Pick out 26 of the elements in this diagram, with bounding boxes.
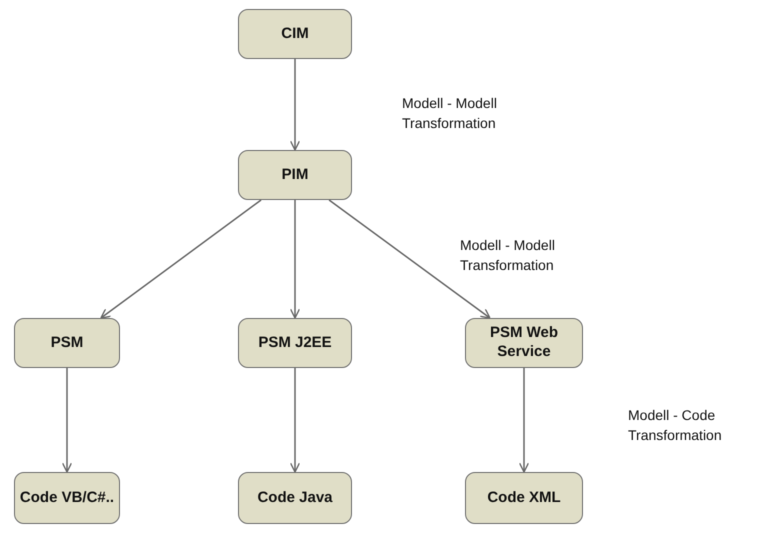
arrow: [328, 199, 491, 319]
arrow: [290, 368, 300, 473]
transformation-note: Modell - Modell Transformation: [460, 236, 556, 275]
process-box: [465, 318, 583, 368]
process-box: [465, 472, 583, 524]
box-label: PIM: [282, 166, 308, 184]
process-box: [238, 150, 352, 200]
box-label: CIM: [281, 24, 309, 44]
box-label: PSM: [50, 334, 84, 352]
process-box: [238, 472, 352, 524]
arrow: [290, 200, 300, 319]
box-label: PSM Web Service: [488, 324, 560, 362]
transformation-note: Modell - Code Transformation: [628, 406, 723, 445]
transformation-note: Modell - Modell Transformation: [402, 94, 498, 133]
process-box: [238, 318, 352, 368]
box-label: Code VB/C#..: [20, 488, 114, 508]
process-box: [14, 318, 120, 368]
arrow: [518, 368, 530, 473]
arrow: [62, 368, 72, 473]
box-label: PSM J2EE: [258, 334, 332, 352]
box-label: Code XML: [487, 488, 561, 508]
arrow: [100, 199, 262, 319]
arrow: [290, 59, 300, 151]
process-box: [238, 9, 352, 59]
process-box: [14, 472, 120, 524]
box-label: Code Java: [257, 488, 333, 508]
